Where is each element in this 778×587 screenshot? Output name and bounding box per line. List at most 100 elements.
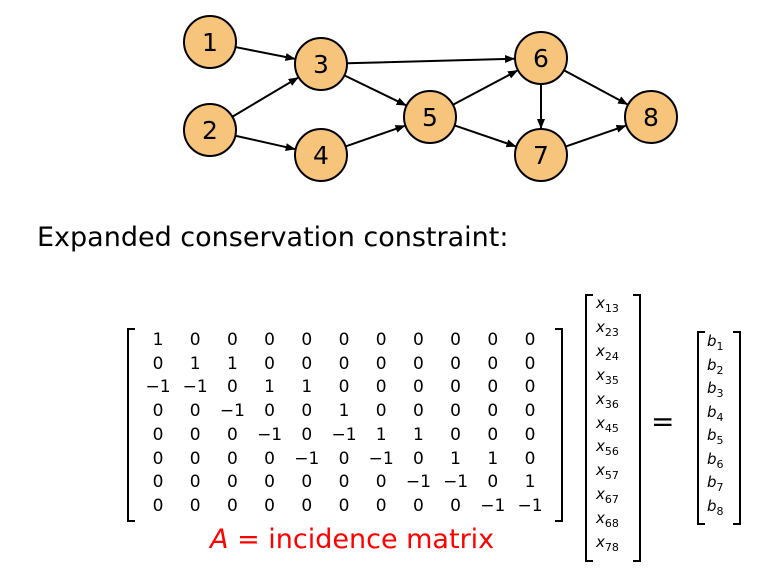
matrix-cell: 0 (226, 424, 238, 445)
matrix-cell: 1 (487, 448, 499, 469)
matrix-cell: 0 (487, 353, 499, 374)
matrix-cell: 0 (375, 353, 387, 374)
matrix-cell: 1 (375, 424, 387, 445)
matrix-cell: 0 (189, 330, 201, 350)
matrix-cell: −1 (331, 424, 357, 445)
matrix-cell: 0 (338, 377, 350, 398)
x-vector-entry: x56 (596, 437, 619, 459)
matrix-cell: 1 (264, 377, 275, 398)
matrix-cell: 1 (189, 353, 201, 374)
matrix-cell: 0 (338, 353, 350, 374)
matrix-cell: 0 (152, 401, 164, 422)
caption-text: = incidence matrix (228, 524, 495, 555)
matrix-cell: 0 (189, 472, 201, 493)
matrix-cell: 0 (375, 377, 387, 398)
matrix-cell: 0 (450, 353, 461, 374)
node-label: 2 (202, 116, 218, 145)
matrix-cell: 0 (152, 448, 164, 469)
matrix-caption: A = incidence matrix (210, 524, 494, 555)
edge-5-6 (452, 69, 519, 106)
matrix-cell: 0 (338, 448, 350, 469)
matrix-cell: 0 (524, 330, 536, 350)
matrix-cell: 1 (412, 424, 424, 445)
matrix-cell: 0 (338, 330, 350, 350)
matrix-cell: 0 (487, 330, 499, 350)
node-circle (403, 90, 457, 144)
matrix-cell: 0 (412, 495, 424, 516)
node-label: 7 (533, 141, 549, 170)
matrix-cell: 0 (152, 495, 164, 516)
node-6: 6 (514, 31, 568, 85)
node-circle (183, 103, 237, 157)
matrix-cell: 0 (524, 424, 536, 445)
x-vector-entry: x68 (596, 509, 619, 531)
matrix-cell: 1 (338, 401, 350, 422)
edge-2-3 (231, 76, 299, 118)
node-5: 5 (403, 90, 457, 144)
matrix-cell: 1 (301, 377, 313, 398)
b-vector-entry: b2 (707, 355, 724, 377)
matrix-cell: 0 (264, 448, 275, 469)
matrix-cell: 0 (524, 377, 536, 398)
matrix-cell: 0 (412, 330, 424, 350)
node-circle (183, 15, 237, 69)
matrix-cell: −1 (257, 424, 283, 445)
x-vector-left-bracket (585, 294, 593, 562)
matrix-cell: 0 (264, 472, 275, 493)
x-vector-entry: x45 (596, 413, 619, 435)
b-vector-entry: b5 (707, 426, 724, 447)
matrix-cell: 0 (375, 472, 387, 493)
matrix-cell: 0 (264, 330, 275, 350)
b-vector-left-bracket (697, 331, 705, 525)
matrix-cell: 0 (487, 472, 499, 493)
node-label: 3 (313, 50, 329, 79)
matrix-cell: 0 (226, 448, 238, 469)
matrix-cell: 0 (450, 424, 461, 445)
matrix-cell: 0 (264, 353, 275, 374)
edge-3-5 (343, 74, 407, 107)
matrix-cell: −1 (517, 495, 543, 516)
matrix-cell: 0 (152, 424, 164, 445)
node-label: 5 (422, 103, 438, 132)
matrix-cell: 0 (301, 353, 313, 374)
matrix-cell: 0 (524, 448, 536, 469)
matrix-cell: 0 (338, 495, 350, 516)
section-heading: Expanded conservation constraint: (37, 222, 509, 253)
matrix-cell: −1 (182, 377, 208, 398)
x-vector-entry: x57 (596, 461, 619, 483)
matrix-cell: 0 (226, 472, 238, 493)
matrix-cell: 0 (450, 377, 461, 398)
x-vector-entry: x36 (596, 389, 619, 411)
matrix-cell: 0 (226, 377, 238, 398)
x-vector-entry: x23 (596, 317, 619, 339)
matrix-cell: −1 (405, 472, 431, 493)
matrix-cell: 0 (301, 424, 313, 445)
matrix-cell: −1 (145, 377, 171, 398)
node-circle (294, 37, 348, 91)
matrix-cell: 0 (301, 401, 313, 422)
matrix-cell: 0 (487, 401, 499, 422)
edge-3-6 (346, 54, 516, 65)
matrix-cell: 0 (412, 353, 424, 374)
node-circle (514, 31, 568, 85)
edge-5-7 (454, 124, 517, 148)
b-vector-entry: b8 (707, 496, 724, 518)
matrix-cell: −1 (294, 448, 320, 469)
matrix-cell: 1 (226, 353, 238, 374)
node-circle (624, 90, 678, 144)
matrix-cell: 0 (189, 448, 201, 469)
x-vector-entry: x35 (596, 365, 619, 387)
caption-variable: A (210, 524, 229, 555)
equals-sign: = (651, 405, 675, 438)
x-vector-entry: x67 (596, 485, 619, 507)
node-4: 4 (294, 128, 348, 182)
matrix-cell: 0 (524, 401, 536, 422)
matrix-cell: −1 (368, 448, 394, 469)
x-vector-entry: x13 (596, 294, 619, 315)
edge-6-8 (563, 69, 629, 106)
node-circle (514, 128, 568, 182)
matrix-cell: 0 (301, 495, 313, 516)
matrix-cell: 0 (412, 401, 424, 422)
node-1: 1 (183, 15, 237, 69)
